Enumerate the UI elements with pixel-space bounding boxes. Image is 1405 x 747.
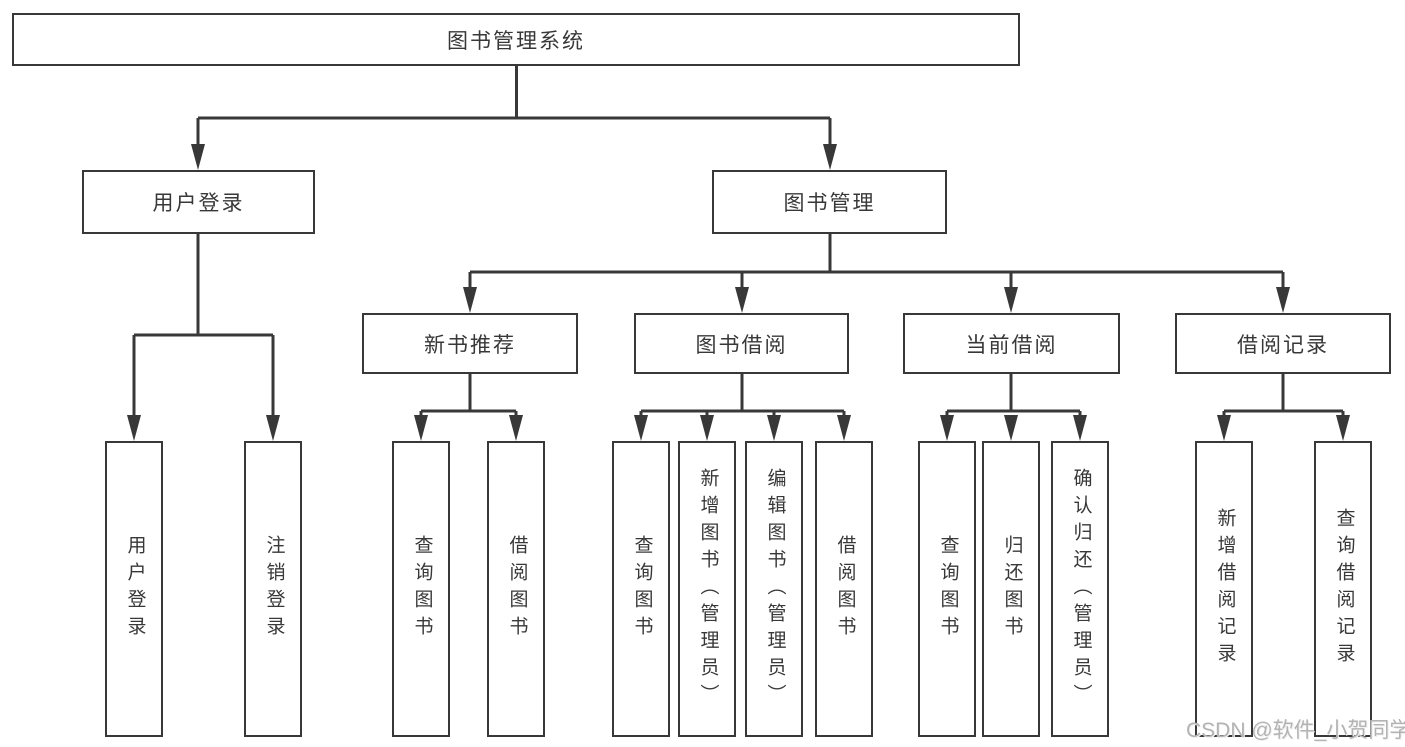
leaf-logout-label: 注销登录 (263, 535, 285, 643)
csdn-watermark: CSDN @软件_小贺同学 (1186, 719, 1405, 742)
connector-root-to-level2 (191, 66, 837, 170)
node-current-borrow: 当前借阅 (903, 313, 1120, 374)
leaf-borrow-query-books: 查询图书 (612, 441, 670, 737)
leaf-borrow-books-label: 借阅图书 (834, 535, 856, 643)
leaf-return-books-label: 归还图书 (1001, 535, 1023, 643)
leaf-query-borrow-record-label: 查询借阅记录 (1333, 508, 1355, 670)
leaf-recommend-borrow-books-label: 借阅图书 (506, 535, 528, 643)
connector-new-book-children (414, 374, 523, 441)
connector-book-management-children (463, 234, 1290, 313)
leaf-edit-books-admin-label: 编辑图书（管理员） (764, 467, 786, 711)
leaf-borrow-query-books-label: 查询图书 (631, 535, 653, 643)
leaf-recommend-query-books: 查询图书 (392, 441, 450, 737)
node-user-login-label: 用户登录 (152, 192, 245, 215)
connector-borrow-record-children (1217, 374, 1350, 441)
leaf-add-borrow-record-label: 新增借阅记录 (1214, 508, 1236, 670)
leaf-confirm-return-admin: 确认归还（管理员） (1051, 441, 1109, 737)
node-current-borrow-label: 当前借阅 (965, 333, 1058, 357)
connector-user-login-children (127, 234, 280, 441)
leaf-borrow-books: 借阅图书 (815, 441, 873, 737)
leaf-recommend-query-books-label: 查询图书 (411, 535, 433, 643)
node-borrow-record-label: 借阅记录 (1237, 333, 1329, 357)
leaf-current-query-books-label: 查询图书 (937, 535, 959, 643)
leaf-add-borrow-record: 新增借阅记录 (1195, 441, 1253, 737)
node-book-borrow-label: 图书借阅 (695, 333, 788, 357)
node-root-system: 图书管理系统 (12, 13, 1020, 66)
node-borrow-record: 借阅记录 (1175, 313, 1391, 374)
node-book-management-label: 图书管理 (783, 192, 876, 215)
leaf-recommend-borrow-books: 借阅图书 (487, 441, 545, 737)
connector-book-borrow-children (634, 374, 851, 441)
leaf-user-login: 用户登录 (105, 441, 163, 737)
node-new-book-recommend-label: 新书推荐 (424, 333, 516, 357)
leaf-return-books: 归还图书 (982, 441, 1040, 737)
leaf-user-login-label: 用户登录 (124, 535, 146, 643)
node-new-book-recommend: 新书推荐 (362, 313, 578, 374)
leaf-edit-books-admin: 编辑图书（管理员） (745, 441, 803, 737)
node-book-management: 图书管理 (712, 170, 947, 234)
node-user-login: 用户登录 (82, 170, 315, 234)
leaf-confirm-return-admin-label: 确认归还（管理员） (1070, 467, 1092, 711)
leaf-current-query-books: 查询图书 (918, 441, 976, 737)
leaf-logout: 注销登录 (244, 441, 302, 737)
leaf-query-borrow-record: 查询借阅记录 (1314, 441, 1372, 737)
node-root-system-label: 图书管理系统 (447, 29, 585, 53)
leaf-add-books-admin: 新增图书（管理员） (678, 441, 736, 737)
node-book-borrow: 图书借阅 (634, 313, 849, 374)
leaf-add-books-admin-label: 新增图书（管理员） (697, 467, 719, 711)
connector-current-borrow-children (940, 374, 1087, 441)
